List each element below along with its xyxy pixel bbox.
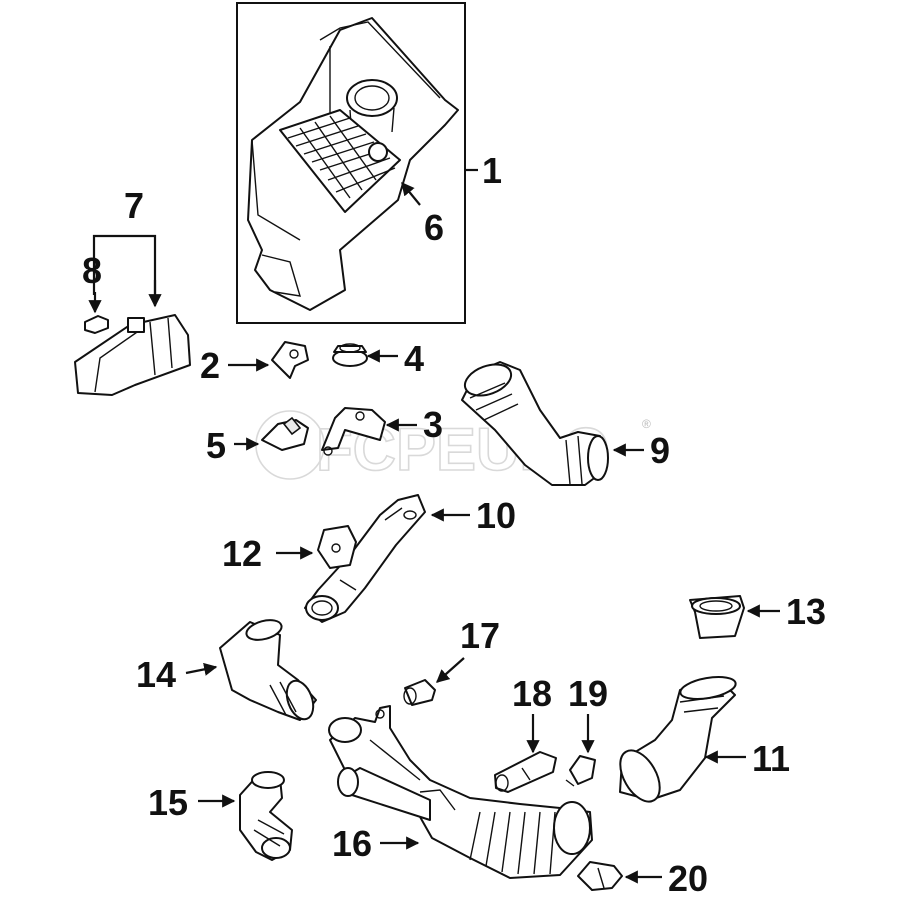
bracket-part-3	[321, 407, 386, 456]
callout-20: 20	[668, 858, 708, 899]
duct-part-11	[619, 676, 737, 803]
assembly-box	[236, 2, 466, 324]
callout-14-leader	[185, 662, 218, 676]
callout-4: 4	[404, 338, 424, 379]
bracket-part-12	[317, 525, 357, 569]
sensor-part-19	[565, 755, 596, 787]
resonator-group	[74, 314, 191, 396]
callout-8: 8	[82, 250, 102, 291]
callout-7: 7	[124, 185, 144, 226]
hose-part-14	[219, 619, 317, 721]
callout-10: 10	[476, 495, 516, 536]
resonator-tab	[127, 317, 145, 333]
callout-5: 5	[206, 425, 226, 466]
callout-7-bracket	[92, 234, 157, 305]
connector-part-20	[577, 861, 623, 891]
watermark-registered: ®	[642, 417, 651, 431]
callout-16: 16	[332, 823, 372, 864]
callout-17: 17	[460, 615, 500, 656]
hose-part-15	[239, 771, 293, 861]
clip-part-5	[261, 416, 309, 451]
air-cleaner-assembly	[236, 2, 466, 324]
callout-13: 13	[786, 591, 826, 632]
callout-18: 18	[512, 673, 552, 714]
callout-3: 3	[423, 404, 443, 445]
inlet-duct-part-9	[461, 361, 609, 486]
callout-12: 12	[222, 533, 262, 574]
clip-part-8	[84, 315, 109, 334]
intake-pipe-part-16	[328, 705, 593, 879]
callout-17-leader	[436, 657, 465, 683]
callout-6: 6	[424, 207, 444, 248]
callout-9: 9	[650, 430, 670, 471]
sensor-part-18	[494, 751, 557, 793]
callout-1: 1	[482, 150, 502, 191]
grommet-part-4	[332, 343, 368, 367]
callout-15: 15	[148, 782, 188, 823]
callout-11: 11	[752, 738, 790, 779]
callout-6-leader	[401, 181, 421, 206]
bolt-part-17	[403, 679, 436, 706]
bracket-part-2	[271, 341, 309, 379]
callout-2: 2	[200, 345, 220, 386]
clamp-part-13	[689, 595, 745, 639]
callout-19: 19	[568, 673, 608, 714]
callout-14: 14	[136, 654, 176, 695]
